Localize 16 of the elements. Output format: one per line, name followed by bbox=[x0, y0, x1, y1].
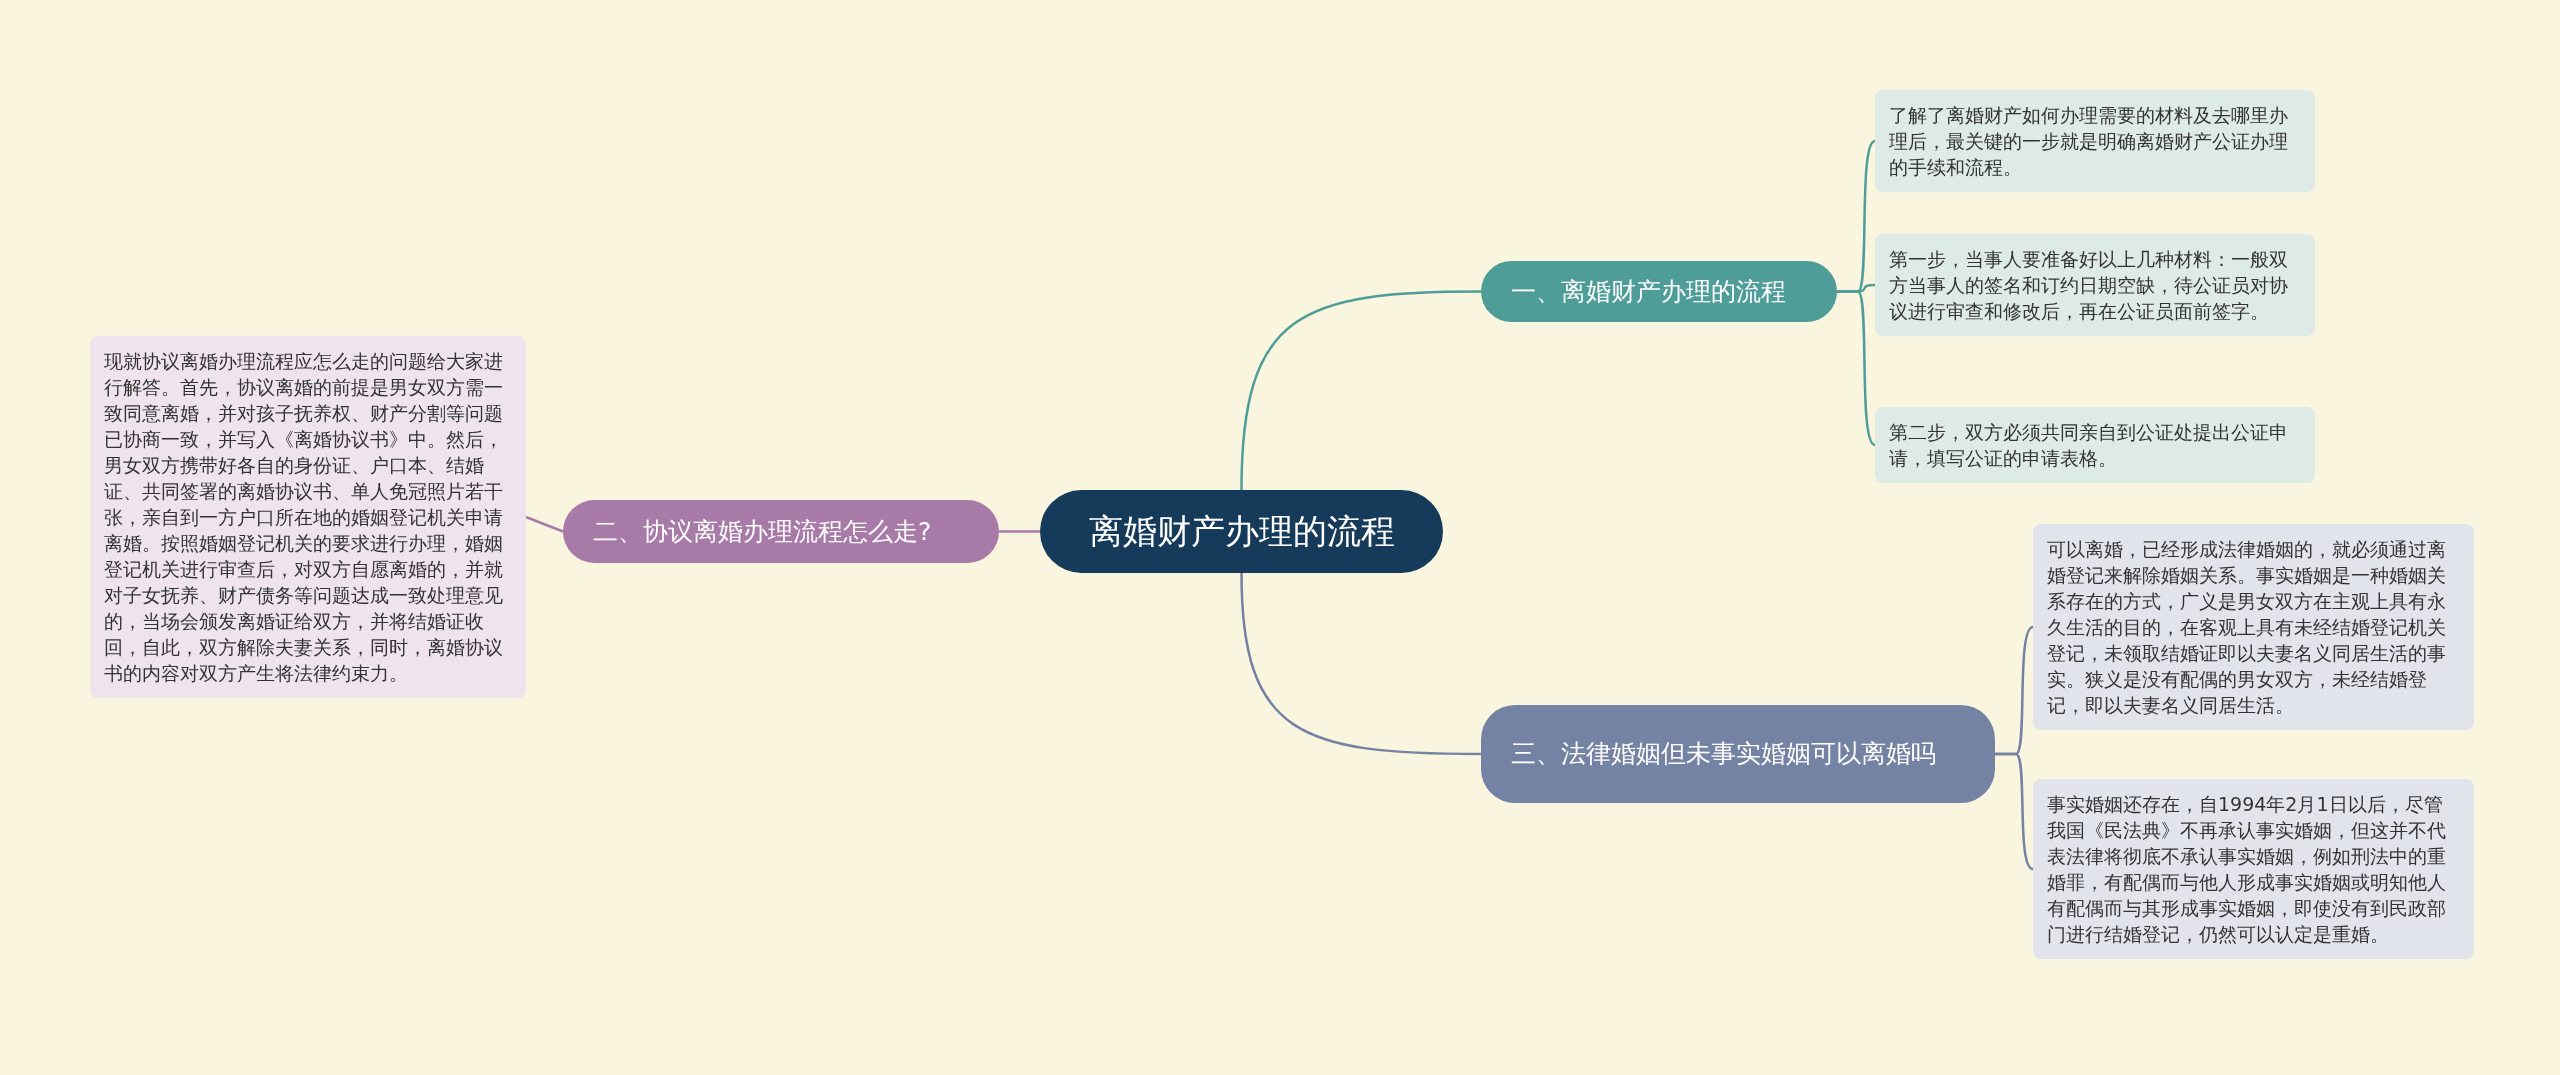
note-box: 第二步，双方必须共同亲自到公证处提出公证申请，填写公证的申请表格。 bbox=[1875, 407, 2315, 483]
note-box: 了解了离婚财产如何办理需要的材料及去哪里办理后，最关键的一步就是明确离婚财产公证办理的手续和流程。 bbox=[1875, 90, 2315, 192]
connector-line bbox=[525, 515, 564, 533]
topic-box: 一、离婚财产办理的流程 bbox=[1481, 261, 1837, 322]
topic-box: 三、法律婚姻但未事实婚姻可以离婚吗 bbox=[1481, 705, 1995, 803]
connector-line bbox=[1240, 572, 1481, 756]
note-box: 可以离婚，已经形成法律婚姻的，就必须通过离婚登记来解除婚姻关系。事实婚姻是一种婚姻关系存在的方式，广义是男女双方在主观上具有永久生活的目的，在客观上具有未经结婚登记机关登记，未领取结婚证即以夫妻名义同居生活的事实。狭义是没有配偶的男女双方，未经结婚登记，即以夫妻名义同居生活。 bbox=[2033, 524, 2474, 730]
connector-line bbox=[1995, 752, 2034, 871]
connector-line bbox=[999, 530, 1040, 533]
connector-line bbox=[1240, 290, 1481, 491]
central-topic: 离婚财产办理的流程 bbox=[1040, 490, 1443, 573]
note-box: 第一步，当事人要准备好以上几种材料：一般双方当事人的签名和订约日期空缺，待公证员对协议进行审查和修改后，再在公证员面前签字。 bbox=[1875, 234, 2315, 336]
note-box: 现就协议离婚办理流程应怎么走的问题给大家进行解答。首先，协议离婚的前提是男女双方需一致同意离婚，并对孩子抚养权、财产分割等问题已协商一致，并写入《离婚协议书》中。然后，男女双方携带好各自的身份证、户口本、结婚证、共同签署的离婚协议书、单人免冠照片若干张，亲自到一方户口所在地的婚姻登记机关申请离婚。按照婚姻登记机关的要求进行办理，婚姻登记机关进行审查后，对双方自愿离婚的，并就对子女抚养、财产债务等问题达成一致处理意见的，当场会颁发离婚证给双方，并将结婚证收回，自此，双方解除夫妻关系，同时，离婚协议书的内容对双方产生将法律约束力。 bbox=[90, 336, 526, 698]
note-box: 事实婚姻还存在，自1994年2月1日以后，尽管我国《民法典》不再承认事实婚姻，但这并不代表法律将彻底不承认事实婚姻，例如刑法中的重婚罪，有配偶而与他人形成事实婚姻或明知他人有配偶而与其形成事实婚姻，即使没有到民政部门进行结婚登记，仍然可以认定是重婚。 bbox=[2033, 779, 2474, 959]
connector-line bbox=[1837, 290, 1876, 446]
topic-box: 二、协议离婚办理流程怎么走? bbox=[563, 500, 999, 563]
